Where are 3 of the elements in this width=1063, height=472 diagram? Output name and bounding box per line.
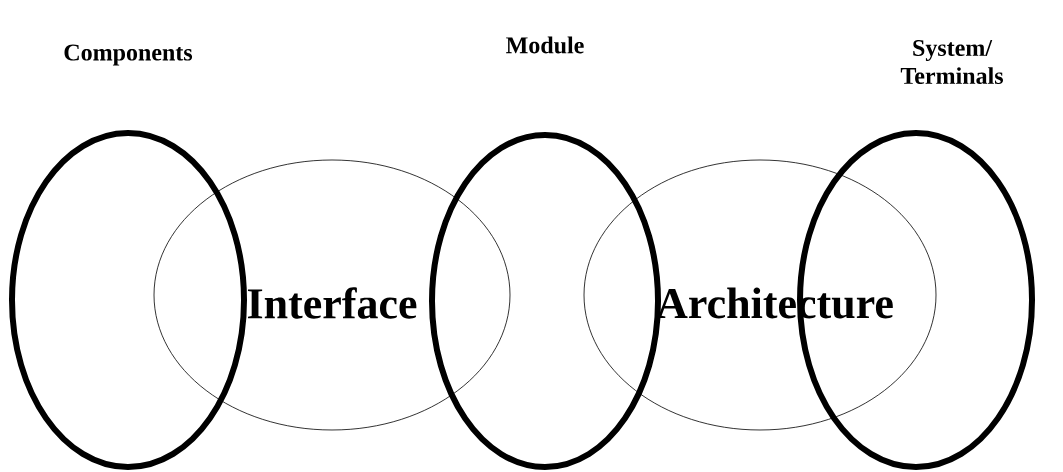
heading: Components (64, 44, 193, 66)
heading: System/ Terminals (900, 39, 1003, 85)
heading: Module (506, 36, 584, 54)
